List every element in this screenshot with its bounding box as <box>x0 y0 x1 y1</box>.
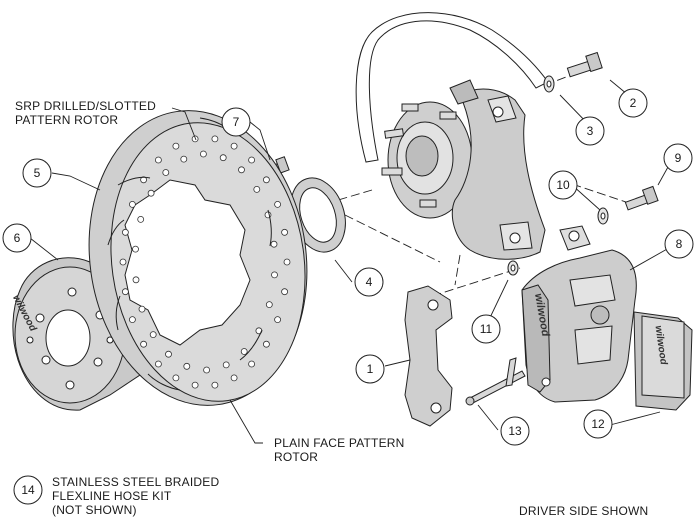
label-hose-kit-line1: STAINLESS STEEL BRAIDED <box>52 475 219 489</box>
rotor-hole <box>122 288 129 296</box>
axis-line-caliper <box>454 254 461 286</box>
rotor-hole <box>147 189 155 197</box>
rotor-hole <box>281 228 289 236</box>
dust-shield-and-spindle <box>355 12 549 260</box>
svg-text:9: 9 <box>675 151 682 165</box>
callout-9: 9 <box>663 143 693 173</box>
rotor-hole <box>281 288 289 296</box>
rotor-hole <box>270 240 278 248</box>
svg-text:7: 7 <box>233 115 240 129</box>
callout-12: 12 <box>583 409 613 439</box>
label-driver-side: DRIVER SIDE SHOWN <box>519 504 648 518</box>
svg-text:13: 13 <box>508 424 522 438</box>
rotor-hole <box>149 331 157 339</box>
rotor-hole <box>191 381 199 389</box>
label-srp-rotor-line1: SRP DRILLED/SLOTTED <box>15 99 156 113</box>
callout-1: 1 <box>355 354 385 384</box>
svg-text:3: 3 <box>587 124 594 138</box>
caliper-8: wilwood <box>521 225 637 403</box>
label-hose-kit-line2: FLEXLINE HOSE KIT <box>52 489 172 503</box>
callout-2: 2 <box>618 88 648 118</box>
rotor-hole <box>283 258 291 266</box>
rotor-hole <box>262 340 270 348</box>
callout-13: 13 <box>500 416 530 446</box>
svg-text:10: 10 <box>556 178 570 192</box>
rotor-hole <box>137 215 145 223</box>
svg-text:1: 1 <box>367 362 374 376</box>
rotor-hole <box>162 169 170 176</box>
callout-11: 11 <box>471 314 501 344</box>
rotor-hole <box>128 316 136 324</box>
rotor-hole <box>248 156 256 164</box>
bolt-2 <box>566 51 603 78</box>
callout-7: 7 <box>221 107 251 137</box>
callout-8: 8 <box>664 229 694 259</box>
rotor-hole <box>274 316 282 324</box>
rotor-hole <box>172 142 180 150</box>
svg-text:5: 5 <box>34 166 41 180</box>
rotor-hole <box>165 350 172 358</box>
svg-text:11: 11 <box>480 322 493 336</box>
rotor-drill-holes <box>119 135 291 389</box>
rotor-hole <box>128 200 136 208</box>
washer-11 <box>507 260 519 276</box>
svg-text:14: 14 <box>21 483 35 497</box>
washer-10 <box>597 207 609 225</box>
callout-10: 10 <box>548 170 578 200</box>
callout-5: 5 <box>22 158 52 188</box>
rotor-hole <box>230 142 238 150</box>
rotor-hole <box>183 362 191 370</box>
bolt-13 <box>465 357 526 406</box>
rotor-hole <box>240 348 248 355</box>
rotor-5 <box>88 110 308 406</box>
rotor-hole <box>203 366 211 374</box>
svg-text:8: 8 <box>676 237 683 251</box>
rotor-hole <box>132 245 139 253</box>
rotor-hole <box>238 166 245 174</box>
rotor-hole <box>132 276 140 284</box>
svg-text:12: 12 <box>591 417 605 431</box>
rotor-hole <box>253 185 261 193</box>
rotor-hole <box>122 228 129 236</box>
rotor-hole <box>199 150 207 158</box>
rotor-hole <box>154 156 162 164</box>
rotor-hole <box>222 361 230 369</box>
rotor-hole <box>248 360 256 368</box>
rotor-hole <box>274 200 282 208</box>
washer-3 <box>543 75 555 93</box>
rotor-hole <box>230 374 238 382</box>
svg-text:2: 2 <box>630 96 637 110</box>
svg-text:6: 6 <box>14 231 21 245</box>
rotor-hole <box>140 340 148 348</box>
rotor-slots <box>107 117 272 391</box>
rotor-hole <box>138 305 146 313</box>
rotor-hole <box>211 381 219 389</box>
callout-14: 14 <box>13 475 43 505</box>
rotor-hole <box>262 176 270 184</box>
label-plain-rotor-line2: ROTOR <box>274 450 318 464</box>
rotor-hole <box>172 374 180 382</box>
rotor-hole <box>211 135 219 143</box>
brake-pads-12: wilwood <box>633 311 693 411</box>
label-srp-rotor-line2: PATTERN ROTOR <box>15 113 118 127</box>
callout-4: 4 <box>354 267 384 297</box>
caliper-bracket-1 <box>404 285 453 427</box>
rotor-hole <box>271 271 278 279</box>
rotor-hole <box>180 155 188 163</box>
spacer-ring-4 <box>290 177 346 253</box>
svg-text:4: 4 <box>366 275 373 289</box>
rotor-hole <box>219 154 227 162</box>
label-hose-kit-line3: (NOT SHOWN) <box>52 503 137 517</box>
label-plain-rotor-line1: PLAIN FACE PATTERN <box>274 436 405 450</box>
rotor-hole <box>119 258 127 266</box>
axis-line-spacer <box>344 214 441 263</box>
rotor-hole <box>265 301 273 309</box>
callout-6: 6 <box>2 223 32 253</box>
rotor-hole <box>154 360 162 368</box>
bolt-9 <box>624 185 659 211</box>
callout-3: 3 <box>575 116 605 146</box>
